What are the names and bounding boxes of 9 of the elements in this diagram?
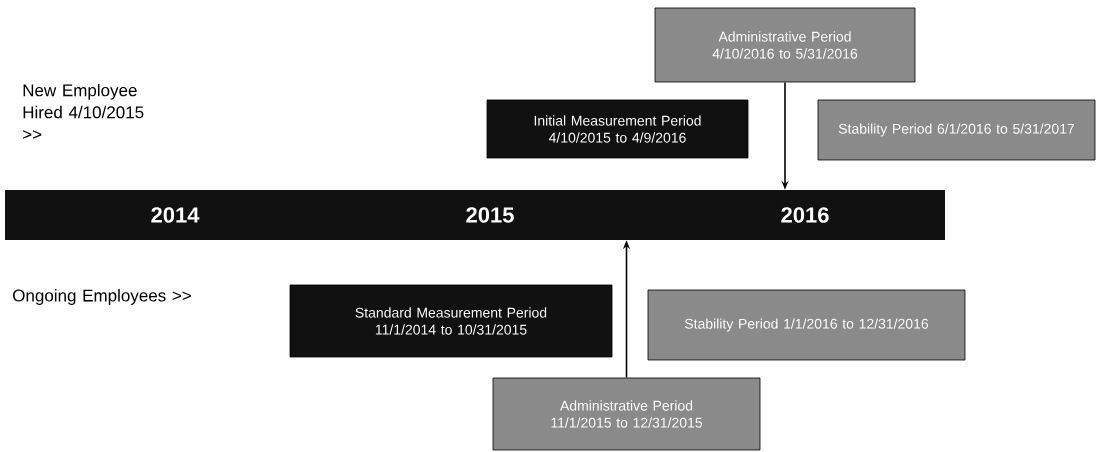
- period-box: Administrative Period 4/10/2016 to 5/31/2016: [654, 7, 916, 83]
- side-label: Ongoing Employees >>: [13, 289, 191, 305]
- period-box: Stability Period 6/1/2016 to 5/31/2017: [817, 99, 1096, 161]
- period-box: Initial Measurement Period 4/10/2015 to 4/9/2016: [486, 99, 749, 159]
- period-box: Stability Period 1/1/2016 to 12/31/2016: [647, 289, 966, 361]
- period-box: Standard Measurement Period 11/1/2014 to 10/31/2015: [289, 284, 613, 358]
- timeline-bar: 2014 2015 2016: [5, 190, 945, 240]
- side-label: New Employee Hired 4/10/2015 >>: [23, 83, 144, 139]
- period-box: Administrative Period 11/1/2015 to 12/31/2015: [492, 377, 761, 451]
